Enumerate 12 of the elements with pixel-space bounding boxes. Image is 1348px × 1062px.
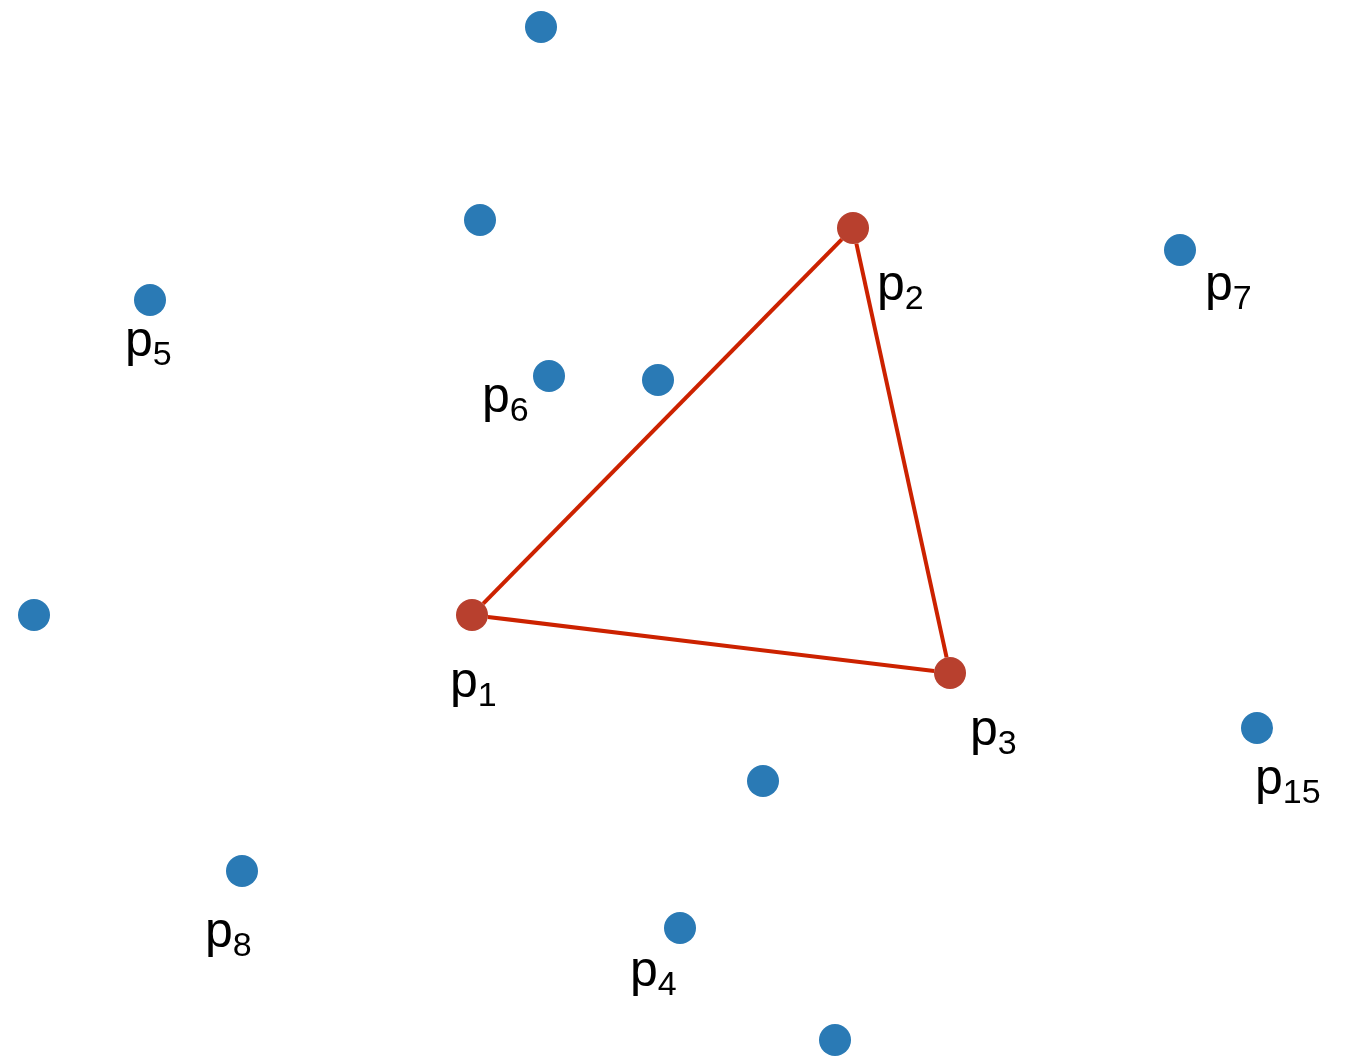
- triangle-edge: [481, 238, 844, 605]
- triangle-edge: [854, 243, 949, 658]
- point-label: p$_{4}$: [630, 944, 677, 994]
- point-label: p$_{5}$: [125, 314, 172, 364]
- point-label: p$_{15}$: [1255, 752, 1321, 802]
- point-label: p$_{7}$: [1205, 258, 1252, 308]
- point-label: p$_{6}$: [482, 370, 529, 420]
- point-label: p$_{8}$: [205, 905, 252, 955]
- point-label: p$_{2}$: [877, 258, 924, 308]
- triangle-edge: [487, 614, 935, 674]
- point-label: p$_{3}$: [970, 703, 1017, 753]
- point-label: p$_{1}$: [450, 655, 497, 705]
